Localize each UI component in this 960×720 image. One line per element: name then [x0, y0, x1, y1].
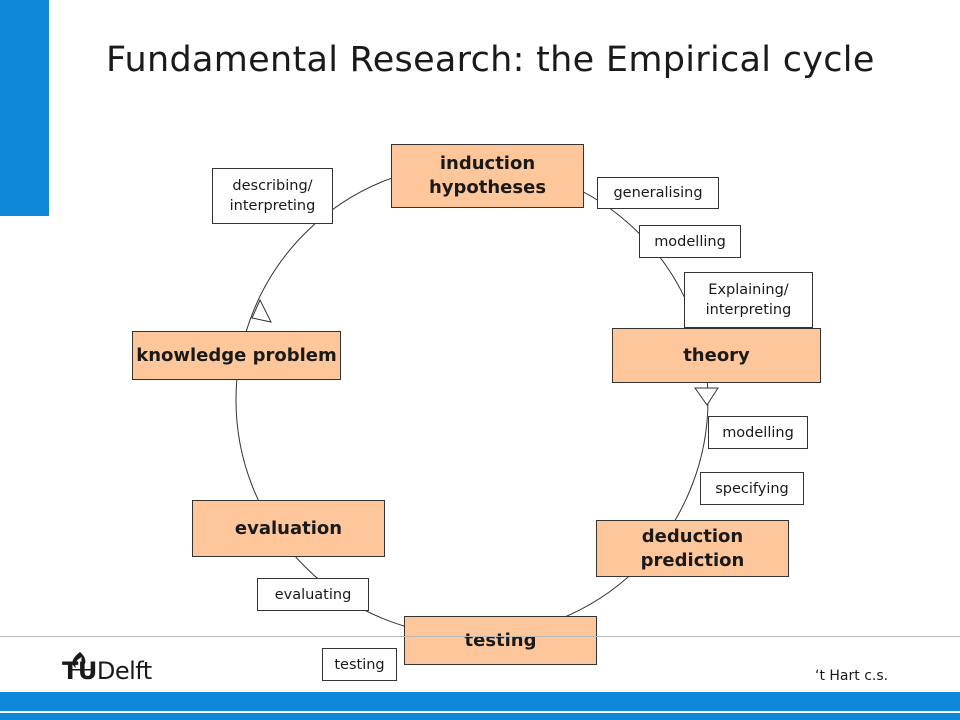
node-line: testing — [464, 629, 537, 651]
node-line: hypotheses — [428, 177, 547, 198]
logo-delft: Delft — [96, 657, 152, 685]
tag-describing-interpreting: describing/ interpreting — [212, 168, 333, 224]
node-line: evaluation — [234, 517, 343, 539]
tag-modelling-right: modelling — [708, 416, 808, 449]
tag-specifying: specifying — [700, 472, 804, 505]
tu-delft-logo: TUDelft — [62, 657, 152, 685]
node-line: prediction — [640, 549, 745, 571]
tu-delft-flame-icon — [68, 652, 92, 671]
node-theory: theory — [612, 328, 821, 383]
tag-modelling-top: modelling — [639, 225, 741, 258]
node-induction-hypotheses: induction hypotheses — [391, 144, 584, 208]
tag-line: interpreting — [229, 198, 316, 214]
tag-generalising: generalising — [597, 177, 719, 209]
tag-explaining-interpreting: Explaining/ interpreting — [684, 272, 813, 328]
tag-line: generalising — [613, 185, 703, 201]
node-testing: testing — [404, 616, 597, 665]
tag-line: interpreting — [705, 302, 792, 318]
credit-text: ‘t Hart c.s. — [815, 668, 889, 684]
node-evaluation: evaluation — [192, 500, 385, 557]
node-knowledge-problem: knowledge problem — [132, 331, 341, 380]
tag-line: testing — [334, 656, 385, 673]
tag-line: evaluating — [274, 586, 352, 603]
bottom-brand-bar — [0, 692, 960, 720]
footer-divider — [0, 636, 960, 637]
node-line: induction — [439, 153, 536, 174]
tag-evaluating: evaluating — [257, 578, 369, 611]
cycle-arrow-up — [251, 298, 272, 323]
tag-line: modelling — [654, 233, 726, 250]
tag-testing: testing — [322, 648, 397, 681]
logo-tu: TU — [62, 657, 97, 685]
node-line: theory — [683, 344, 750, 366]
tag-line: Explaining/ — [708, 282, 789, 298]
bottom-bar-stripe — [0, 711, 960, 713]
tag-line: modelling — [722, 424, 794, 441]
node-line: deduction — [641, 525, 744, 547]
corner-accent-bar — [0, 0, 49, 216]
slide-title: Fundamental Research: the Empirical cycl… — [106, 40, 875, 80]
node-line: knowledge problem — [136, 344, 337, 366]
tag-line: describing/ — [232, 178, 313, 194]
cycle-arrow-down — [694, 387, 719, 406]
tag-line: specifying — [715, 480, 789, 497]
node-deduction-prediction: deduction prediction — [596, 520, 789, 577]
